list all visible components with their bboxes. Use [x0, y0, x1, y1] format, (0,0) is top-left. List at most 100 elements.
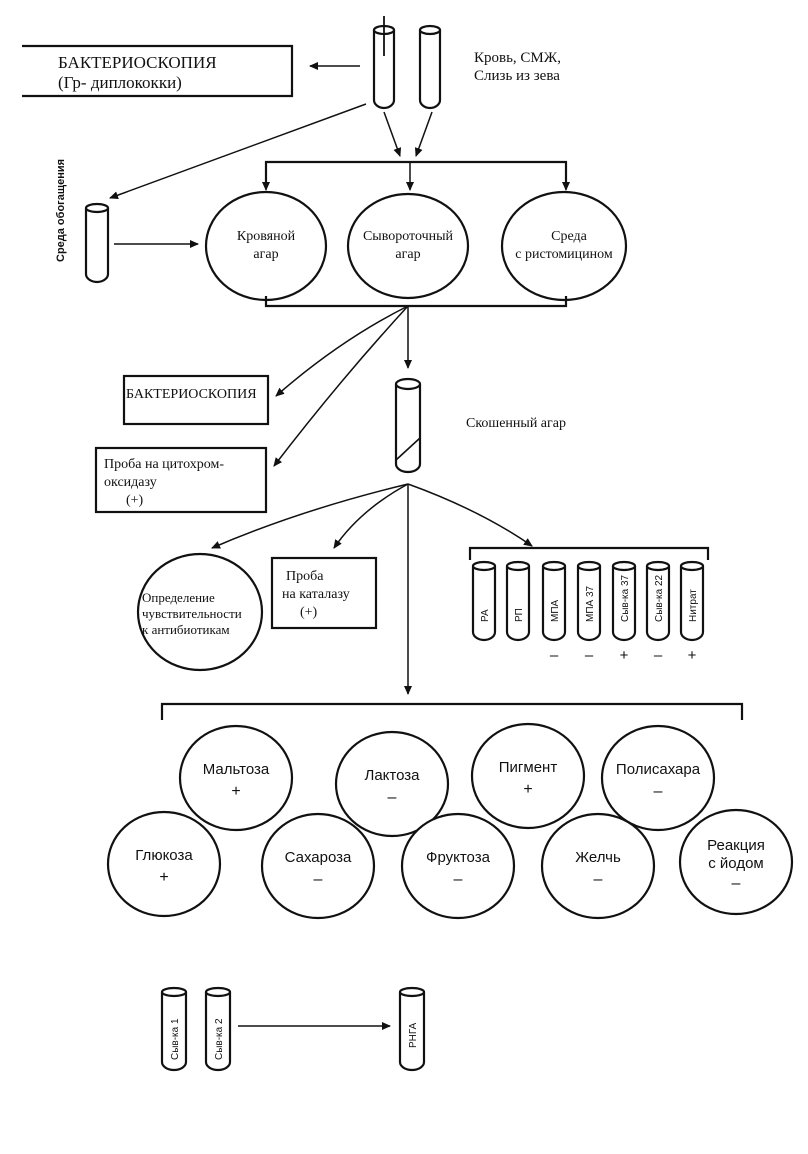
- arrow-tube2-down: [414, 111, 433, 157]
- slant-agar-label: Скошенный агар: [466, 416, 566, 431]
- rnga-tube: РНГА: [398, 986, 426, 1072]
- biochem-test-name: Фруктоза: [426, 849, 491, 866]
- biochem-test-circle: Фруктоза –: [400, 812, 516, 920]
- tube-set-item: РА: [471, 560, 497, 642]
- biochem-test-result: –: [454, 871, 463, 888]
- biochem-test-circle: Глюкоза+: [106, 810, 222, 918]
- biochem-test-result: –: [594, 871, 603, 888]
- serum1-label: Сыв-ка 1: [170, 1018, 181, 1060]
- svg-text:Определение: Определение: [142, 590, 215, 605]
- tube-set-item: Нитрат +: [679, 560, 705, 664]
- sample-tube-2: [418, 24, 442, 110]
- arrow-to-oxidase: [273, 305, 409, 467]
- serum-agar-circle: Сывороточный агар: [346, 192, 470, 300]
- svg-text:агар: агар: [395, 247, 420, 262]
- biochem-tests: Мальтоза + Лактоза – Пигмент + Полисахара – Глюк…: [106, 722, 794, 920]
- biochem-test-result: –: [388, 789, 397, 806]
- svg-text:Среда: Среда: [551, 229, 587, 244]
- svg-text:чувствительности: чувствительности: [142, 606, 242, 621]
- biochem-test-name: Желчь: [575, 849, 621, 866]
- biochem-test-name2: с йодом: [708, 855, 763, 872]
- tube-set-sign: –: [550, 647, 559, 664]
- svg-text:Проба: Проба: [286, 569, 324, 584]
- tube-set-label: МПА 37: [585, 585, 596, 622]
- tube-set-label: МПА: [550, 599, 561, 622]
- rnga-label: РНГА: [408, 1022, 419, 1048]
- serum-tube-2: Сыв-ка 2: [204, 986, 232, 1072]
- serum-tube-1: Сыв-ка 1: [160, 986, 188, 1072]
- biochem-test-circle: Лактоза –: [334, 730, 450, 838]
- biochem-test-name: Пигмент: [499, 759, 558, 776]
- biochem-test-name: Лактоза: [364, 767, 420, 784]
- tube-set-item: Сыв-ка 22 –: [645, 560, 671, 664]
- ristomycin-medium-circle: Среда с ристомицином: [500, 190, 628, 302]
- svg-text:к антибиотикам: к антибиотикам: [142, 622, 230, 637]
- tube-set-sign: –: [585, 647, 594, 664]
- media-bottom-bracket: [264, 296, 568, 308]
- enrichment-label: Среда обогащения: [55, 159, 67, 262]
- biochem-test-name: Полисахара: [616, 761, 701, 778]
- catalase-result: (+): [300, 605, 318, 620]
- antibiotic-sensitivity-circle: Определение чувствительности к антибиоти…: [136, 552, 264, 672]
- microscopy-box-top: БАКТЕРИОСКОПИЯ (Гр- диплококки): [22, 44, 294, 98]
- biochem-test-name: Глюкоза: [135, 847, 193, 864]
- biochem-test-circle: Полисахара –: [600, 724, 716, 832]
- biochem-test-result: +: [231, 783, 240, 800]
- microscopy-box-middle: БАКТЕРИОСКОПИЯ: [122, 374, 270, 426]
- blood-agar-circle: Кровяной агар: [204, 190, 328, 302]
- biochem-test-result: +: [523, 781, 532, 798]
- microscopy-note: (Гр- диплококки): [58, 73, 182, 92]
- biochem-test-circle: Сахароза –: [260, 812, 376, 920]
- media-bracket: [264, 160, 568, 188]
- serum2-label: Сыв-ка 2: [214, 1018, 225, 1060]
- biochem-test-result: –: [314, 871, 323, 888]
- tube-set-label: РП: [514, 608, 525, 622]
- svg-text:агар: агар: [253, 247, 278, 262]
- biochem-bracket: [160, 702, 744, 720]
- biochem-test-circle: Пигмент +: [470, 722, 586, 830]
- arrow-to-enrichment: [109, 103, 367, 199]
- enrichment-tube: Среда обогащения: [55, 159, 110, 284]
- tube-set-item: Сыв-ка 37 +: [611, 560, 637, 664]
- oxidase-test-box: Проба на цитохром- оксидазу (+): [94, 446, 268, 514]
- svg-text:оксидазу: оксидазу: [104, 475, 157, 490]
- arrow-tube1-down: [383, 111, 402, 157]
- tube-set-label: Сыв-ка 22: [654, 574, 665, 622]
- arrow-to-tube-set: [407, 483, 533, 547]
- biochem-test-result: –: [654, 783, 663, 800]
- tube-set-item: МПА 37 –: [576, 560, 602, 664]
- biochem-test-circle: Желчь –: [540, 812, 656, 920]
- samples-label-line2: Слизь из зева: [474, 68, 560, 84]
- arrow-to-catalase: [333, 483, 409, 549]
- oxidase-result: (+): [126, 493, 144, 508]
- svg-text:Кровяной: Кровяной: [237, 229, 296, 244]
- catalase-test-box: Проба на каталазу (+): [270, 556, 378, 630]
- tube-set-label: Нитрат: [688, 589, 699, 622]
- slant-agar-tube: [394, 377, 422, 474]
- tube-set-sign: –: [654, 647, 663, 664]
- tube-set-item: МПА –: [541, 560, 567, 664]
- biochem-test-name: Мальтоза: [203, 761, 270, 778]
- svg-text:Проба на цитохром-: Проба на цитохром-: [104, 457, 224, 472]
- svg-text:с ристомицином: с ристомицином: [515, 247, 613, 262]
- tube-set-bracket: [468, 546, 710, 560]
- arrow-to-antibiotic: [211, 483, 409, 549]
- tube-set-sign: +: [688, 647, 697, 664]
- samples-label-line1: Кровь, СМЖ,: [474, 50, 561, 66]
- svg-text:Сывороточный: Сывороточный: [363, 229, 454, 244]
- biochem-test-circle: Мальтоза +: [178, 724, 294, 832]
- sample-tube-1: [372, 16, 396, 110]
- svg-text:БАКТЕРИОСКОПИЯ: БАКТЕРИОСКОПИЯ: [126, 387, 257, 402]
- biochem-test-result: –: [732, 875, 741, 892]
- svg-text:на каталазу: на каталазу: [282, 587, 350, 602]
- biochem-test-name: Реакция: [707, 837, 765, 854]
- tube-set-item: РП: [505, 560, 531, 642]
- tube-set-label: Сыв-ка 37: [620, 574, 631, 622]
- tube-set-label: РА: [480, 609, 491, 622]
- tube-set-sign: +: [620, 647, 629, 664]
- biochem-test-name: Сахароза: [285, 849, 352, 866]
- microscopy-title: БАКТЕРИОСКОПИЯ: [58, 53, 217, 72]
